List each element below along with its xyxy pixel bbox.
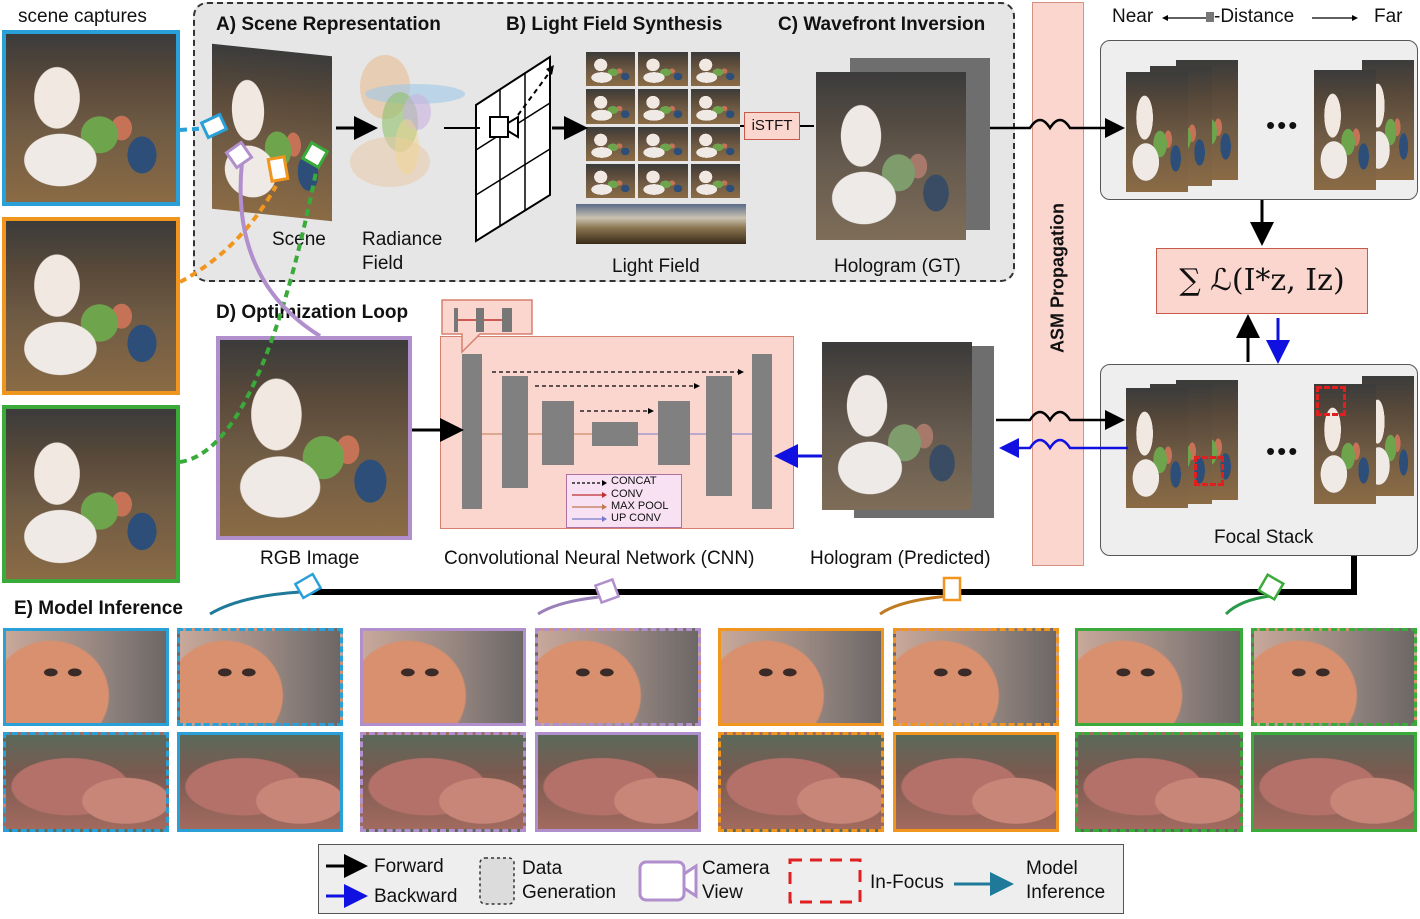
inference-orange-dog-1 <box>718 732 884 832</box>
inference-blue-face-1 <box>3 628 169 726</box>
cnn-unet-diagram <box>462 354 772 509</box>
cnn-legend-maxpool: MAX POOL <box>611 500 669 512</box>
inference-blue-face-2 <box>177 628 343 726</box>
section-b-title: B) Light Field Synthesis <box>506 14 723 35</box>
radiance-field-label-1: Radiance <box>362 229 443 250</box>
distance-arrow-left-icon <box>1162 15 1208 21</box>
distance-arrow-right-icon <box>1312 15 1358 21</box>
legend-camera-2: View <box>702 882 743 903</box>
rgb-image <box>216 336 412 540</box>
rgb-image-label: RGB Image <box>260 548 360 569</box>
inference-orange-face-2 <box>893 628 1059 726</box>
hologram-gt-label: Hologram (GT) <box>834 256 961 277</box>
radiance-field-label-2: Field <box>362 253 404 274</box>
inference-green-dog-1 <box>1075 732 1243 832</box>
gt-stack-img-far <box>1314 70 1376 190</box>
legend-inference-1: Model <box>1026 858 1078 879</box>
infocus-marker-near <box>1194 456 1224 486</box>
inference-purple-face-2 <box>535 628 701 726</box>
legend-icons <box>326 854 1014 908</box>
light-field-thumbnails <box>586 52 740 198</box>
pred-stack-img-3 <box>1126 388 1188 508</box>
hologram-gt-image <box>816 72 966 240</box>
legend-inference-2: Inference <box>1026 882 1106 903</box>
focal-stack-label: Focal Stack <box>1214 527 1314 548</box>
section-d-title: D) Optimization Loop <box>216 302 409 323</box>
distance-slider-icon <box>1206 12 1214 22</box>
cnn-label: Convolutional Neural Network (CNN) <box>444 548 755 569</box>
infocus-marker-far <box>1316 386 1346 416</box>
loss-box: ∑ ℒ(I*z, Iz) <box>1156 248 1368 314</box>
inference-blue-dog-2 <box>177 732 343 832</box>
scene-label: Scene <box>272 229 326 250</box>
scene-capture-blue <box>2 30 180 206</box>
cnn-legend-lines <box>572 480 607 522</box>
distance-label: -Distance <box>1214 6 1295 27</box>
hologram-pred-image <box>822 342 972 510</box>
scene-captures-label: scene captures <box>18 6 147 27</box>
cnn-legend-conv: CONV <box>611 488 643 500</box>
inference-orange-dog-2 <box>893 732 1059 832</box>
light-field-epi-strip <box>576 204 746 244</box>
legend-forward: Forward <box>374 856 444 877</box>
cnn-legend-concat: CONCAT <box>611 475 657 487</box>
near-label: Near <box>1112 6 1154 27</box>
legend-data-2: Generation <box>522 882 617 903</box>
inference-green-face-1 <box>1075 628 1243 726</box>
radiance-field-icon <box>350 55 465 187</box>
inference-purple-dog-2 <box>535 732 701 832</box>
inference-purple-face-1 <box>360 628 526 726</box>
light-field-grid-icon <box>475 55 554 243</box>
far-label: Far <box>1374 6 1403 27</box>
section-e-title: E) Model Inference <box>14 598 183 619</box>
asm-propagation-bar <box>1032 2 1084 566</box>
section-a-title: A) Scene Representation <box>216 14 441 35</box>
section-c-title: C) Wavefront Inversion <box>778 14 986 35</box>
legend-data-1: Data <box>522 858 563 879</box>
cnn-callout <box>441 299 533 354</box>
legend-backward: Backward <box>374 886 458 907</box>
light-field-label: Light Field <box>612 256 700 277</box>
legend-camera-1: Camera <box>702 858 770 879</box>
inference-orange-face-1 <box>718 628 884 726</box>
hologram-pred-label: Hologram (Predicted) <box>810 548 991 569</box>
pred-stack-dots: ••• <box>1266 436 1300 466</box>
inference-green-dog-2 <box>1251 732 1417 832</box>
scene-capture-orange <box>2 217 180 395</box>
cnn-legend-upconv: UP CONV <box>611 512 661 524</box>
inference-green-face-2 <box>1251 628 1417 726</box>
gt-stack-dots: ••• <box>1266 110 1300 140</box>
gt-stack-img-3 <box>1126 72 1188 192</box>
inference-purple-dog-1 <box>360 732 526 832</box>
istft-box: iSTFT <box>744 112 800 140</box>
legend-box <box>318 844 1124 914</box>
scene-capture-green <box>2 405 180 583</box>
legend-infocus: In-Focus <box>870 872 944 893</box>
inference-blue-dog-1 <box>3 732 169 832</box>
